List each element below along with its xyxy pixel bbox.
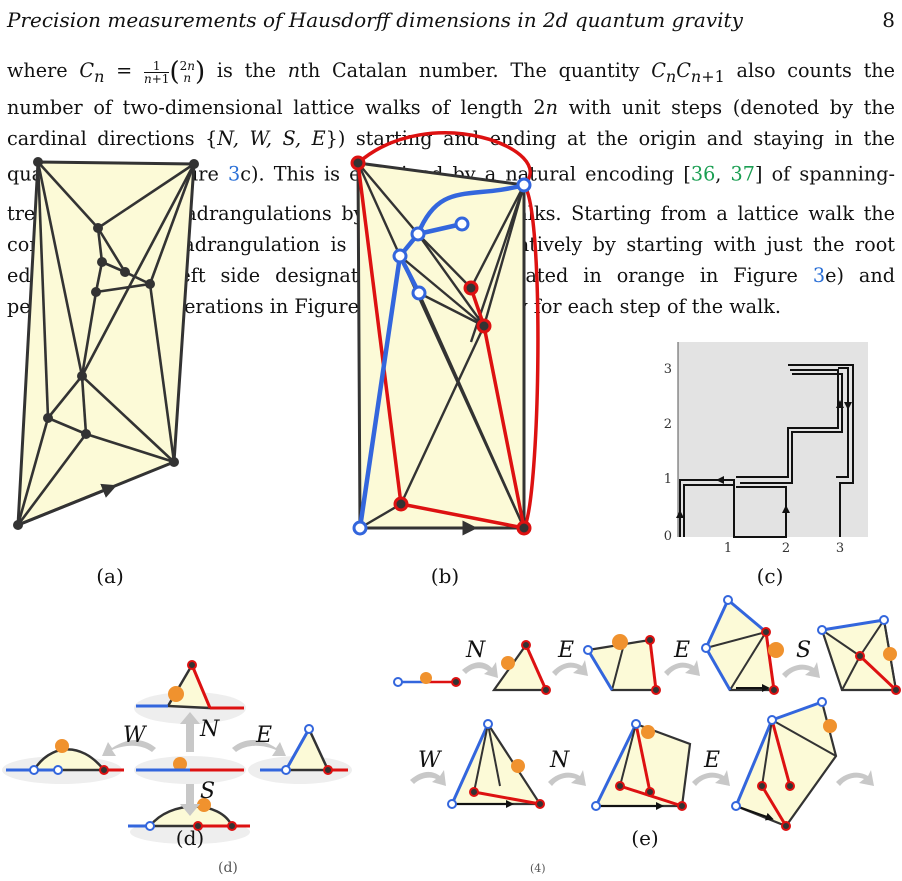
tick-y-0: 0: [664, 529, 672, 544]
panel-e-construction-sequence: N E E S W N E: [393, 595, 901, 831]
panel-c-label: (c): [756, 564, 784, 588]
panel-c-lattice-walk: 1 2 3 0 1 2 3: [664, 342, 868, 556]
cut-off-fragment-a: (d): [218, 860, 238, 876]
seq-move-3: E: [673, 638, 690, 663]
move-E-label: E: [255, 723, 272, 748]
page-header: Precision measurements of Hausdorff dime…: [7, 8, 895, 38]
seq-move-6: N: [549, 748, 570, 773]
page-number: 8: [882, 8, 895, 32]
panel-a-quadrangulation: [13, 157, 199, 530]
seq-move-4: S: [796, 638, 811, 663]
tick-x-2: 2: [782, 541, 790, 556]
seq-move-7: E: [703, 748, 720, 773]
length-formula: 2n: [533, 96, 558, 120]
seq-move-5: W: [418, 748, 443, 773]
tick-y-1: 1: [664, 472, 672, 487]
move-W-label: W: [123, 723, 148, 748]
figure-ref-3c[interactable]: 3: [228, 162, 241, 186]
seq-move-1: N: [465, 638, 486, 663]
tick-x-1: 1: [724, 541, 732, 556]
move-S-label: S: [200, 779, 215, 804]
directions-set: {N, W, S, E}: [205, 127, 338, 151]
panel-a-label: (a): [96, 564, 124, 588]
tick-y-3: 3: [664, 362, 672, 377]
text-run: where: [7, 59, 80, 82]
citation-36[interactable]: 36: [690, 162, 716, 186]
tick-y-2: 2: [664, 417, 672, 432]
cut-off-caption: (d) (4): [0, 840, 902, 881]
panel-d-label: (d): [175, 826, 205, 850]
tick-x-3: 3: [836, 541, 844, 556]
cc-formula: CnCn+1: [651, 59, 725, 86]
panel-b-label: (b): [430, 564, 460, 588]
panel-e-label: (e): [631, 826, 659, 850]
panel-d-operations: W N E S: [2, 660, 352, 844]
seq-move-2: E: [557, 638, 574, 663]
citation-37[interactable]: 37: [730, 162, 755, 186]
move-N-label: N: [199, 717, 220, 742]
cut-off-fragment-b: (4): [530, 862, 546, 875]
panel-b-decorated-quadrangulation: [350, 131, 540, 536]
running-title: Precision measurements of Hausdorff dime…: [7, 8, 743, 32]
figure-ref-3e[interactable]: 3: [812, 264, 826, 288]
